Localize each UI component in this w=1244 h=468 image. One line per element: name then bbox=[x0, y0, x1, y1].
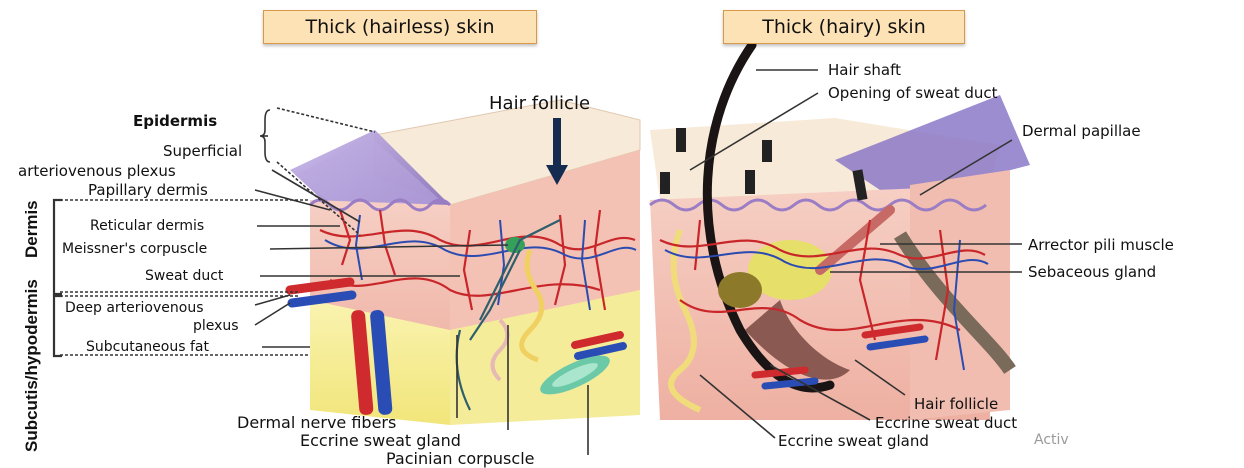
left-skin-block bbox=[290, 100, 640, 425]
label-deep-2: plexus bbox=[193, 318, 239, 334]
label-dermis-vertical: Dermis bbox=[22, 200, 42, 258]
label-dermal-papillae: Dermal papillae bbox=[1022, 123, 1141, 139]
label-papillary-dermis: Papillary dermis bbox=[88, 182, 208, 198]
title-right-text: Thick (hairy) skin bbox=[762, 16, 926, 38]
label-subcutis-vertical: Subcutis/hypodermis bbox=[22, 279, 42, 452]
title-left-text: Thick (hairless) skin bbox=[305, 16, 494, 38]
label-hair-shaft: Hair shaft bbox=[828, 62, 901, 78]
label-hair-follicle-right: Hair follicle bbox=[914, 396, 998, 412]
label-reticular-dermis: Reticular dermis bbox=[90, 218, 204, 234]
label-eccrine-gland-left: Eccrine sweat gland bbox=[300, 433, 461, 449]
label-nerve-fibers: Dermal nerve fibers bbox=[237, 415, 396, 431]
label-superficial-2: arteriovenous plexus bbox=[18, 163, 176, 179]
label-hair-follicle-left: Hair follicle bbox=[489, 96, 590, 112]
label-eccrine-gland-right: Eccrine sweat gland bbox=[778, 433, 929, 449]
label-subcutaneous-fat: Subcutaneous fat bbox=[86, 339, 209, 355]
label-opening-sweat-duct: Opening of sweat duct bbox=[828, 85, 998, 101]
label-meissner: Meissner's corpuscle bbox=[62, 241, 207, 257]
label-deep-1: Deep arteriovenous bbox=[65, 300, 204, 316]
label-pacinian: Pacinian corpuscle bbox=[386, 451, 534, 467]
label-sebaceous: Sebaceous gland bbox=[1028, 264, 1156, 280]
title-right: Thick (hairy) skin bbox=[723, 10, 965, 44]
label-epidermis: Epidermis bbox=[133, 113, 217, 129]
label-eccrine-duct: Eccrine sweat duct bbox=[875, 415, 1017, 431]
label-superficial-1: Superficial bbox=[163, 143, 242, 159]
title-left: Thick (hairless) skin bbox=[263, 10, 537, 44]
watermark-text: Activ bbox=[1034, 432, 1069, 448]
label-arrector: Arrector pili muscle bbox=[1028, 237, 1174, 253]
label-sweat-duct: Sweat duct bbox=[145, 268, 223, 284]
